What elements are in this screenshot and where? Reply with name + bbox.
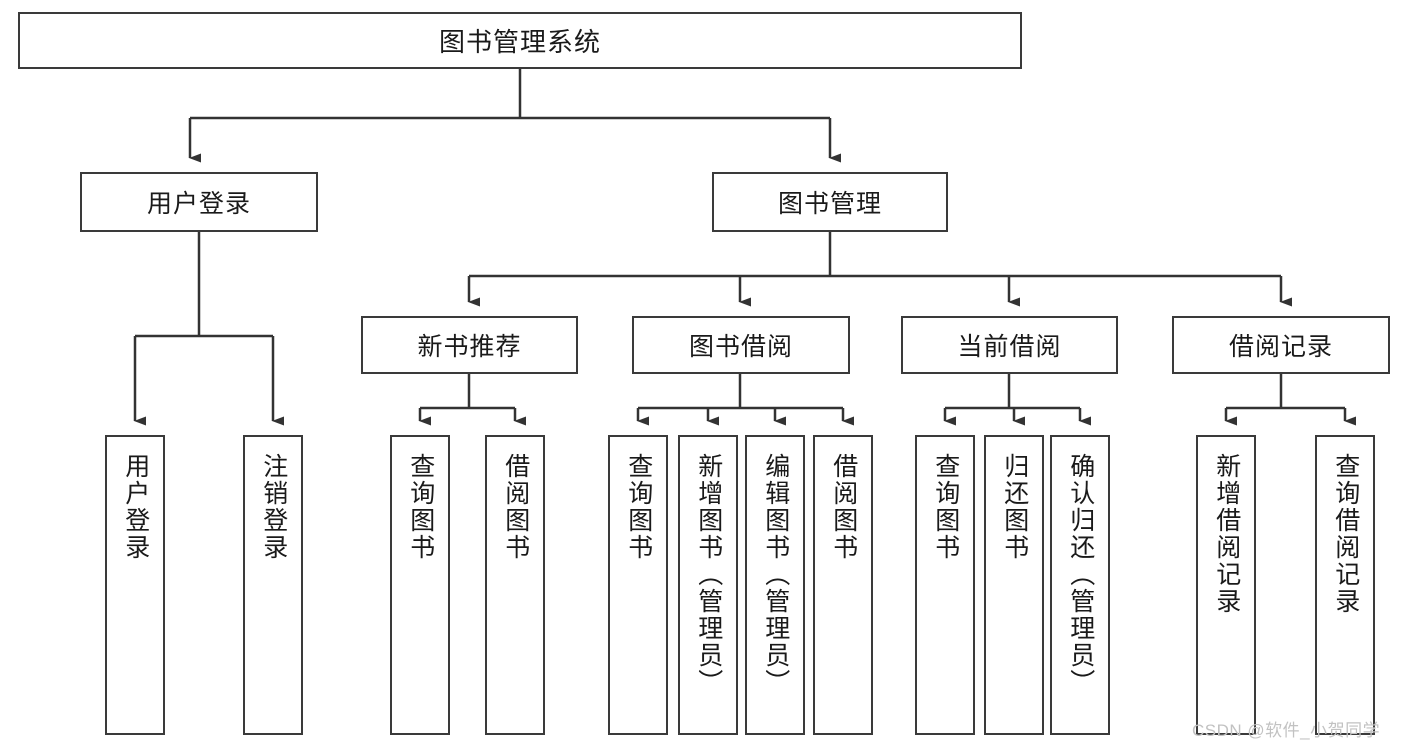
edge-user-login-fan — [133, 232, 284, 426]
leaf-logout-label: 注销登录 — [259, 453, 288, 561]
leaf-edit-book-label: 编辑图书（管理员） — [761, 453, 790, 696]
leaf-return-book[interactable]: 归还图书 — [984, 435, 1044, 735]
leaf-add-record[interactable]: 新增借阅记录 — [1196, 435, 1256, 735]
leaf-edit-book[interactable]: 编辑图书（管理员） — [745, 435, 805, 735]
leaf-query-record-label: 查询借阅记录 — [1331, 453, 1360, 615]
leaf-query-book-2[interactable]: 查询图书 — [608, 435, 668, 735]
leaf-query-book-1[interactable]: 查询图书 — [390, 435, 450, 735]
edge-new-book-rec-fan — [418, 374, 526, 426]
leaf-query-record[interactable]: 查询借阅记录 — [1315, 435, 1375, 735]
edge-book-manage-fan — [467, 232, 1292, 307]
leaf-borrow-book-2-label: 借阅图书 — [829, 453, 858, 561]
node-book-borrow[interactable]: 图书借阅 — [632, 316, 850, 374]
node-new-book-rec[interactable]: 新书推荐 — [361, 316, 578, 374]
edge-current-borrow-fan — [943, 374, 1091, 426]
leaf-confirm-return-label: 确认归还（管理员） — [1066, 453, 1095, 696]
leaf-add-book[interactable]: 新增图书（管理员） — [678, 435, 738, 735]
node-current-borrow-label: 当前借阅 — [957, 333, 1062, 361]
leaf-query-book-1-label: 查询图书 — [406, 453, 435, 561]
node-book-borrow-label: 图书借阅 — [688, 333, 793, 361]
node-new-book-rec-label: 新书推荐 — [417, 333, 522, 361]
node-current-borrow[interactable]: 当前借阅 — [901, 316, 1118, 374]
leaf-borrow-book-1[interactable]: 借阅图书 — [485, 435, 545, 735]
leaf-query-book-3-label: 查询图书 — [931, 453, 960, 561]
leaf-query-book-2-label: 查询图书 — [624, 453, 653, 561]
node-root[interactable]: 图书管理系统 — [18, 12, 1022, 69]
edge-borrow-record-fan — [1224, 374, 1356, 426]
node-user-login-label: 用户登录 — [146, 190, 251, 218]
leaf-query-book-3[interactable]: 查询图书 — [915, 435, 975, 735]
csdn-watermark: CSDN @软件_小贺同学 — [1192, 721, 1381, 740]
node-book-manage-label: 图书管理 — [777, 190, 882, 218]
node-borrow-record[interactable]: 借阅记录 — [1172, 316, 1390, 374]
leaf-user-login[interactable]: 用户登录 — [105, 435, 165, 735]
node-user-login[interactable]: 用户登录 — [80, 172, 318, 232]
node-root-label: 图书管理系统 — [438, 27, 601, 57]
leaf-borrow-book-2[interactable]: 借阅图书 — [813, 435, 873, 735]
leaf-borrow-book-1-label: 借阅图书 — [501, 453, 530, 561]
leaf-logout[interactable]: 注销登录 — [243, 435, 303, 735]
leaf-return-book-label: 归还图书 — [1000, 453, 1029, 561]
leaf-user-login-label: 用户登录 — [121, 453, 150, 561]
node-book-manage[interactable]: 图书管理 — [712, 172, 948, 232]
node-borrow-record-label: 借阅记录 — [1228, 333, 1333, 361]
edge-root-stem — [188, 69, 841, 163]
edge-book-borrow-fan — [636, 374, 854, 426]
leaf-add-book-label: 新增图书（管理员） — [694, 453, 723, 696]
leaf-add-record-label: 新增借阅记录 — [1212, 453, 1241, 615]
leaf-confirm-return[interactable]: 确认归还（管理员） — [1050, 435, 1110, 735]
